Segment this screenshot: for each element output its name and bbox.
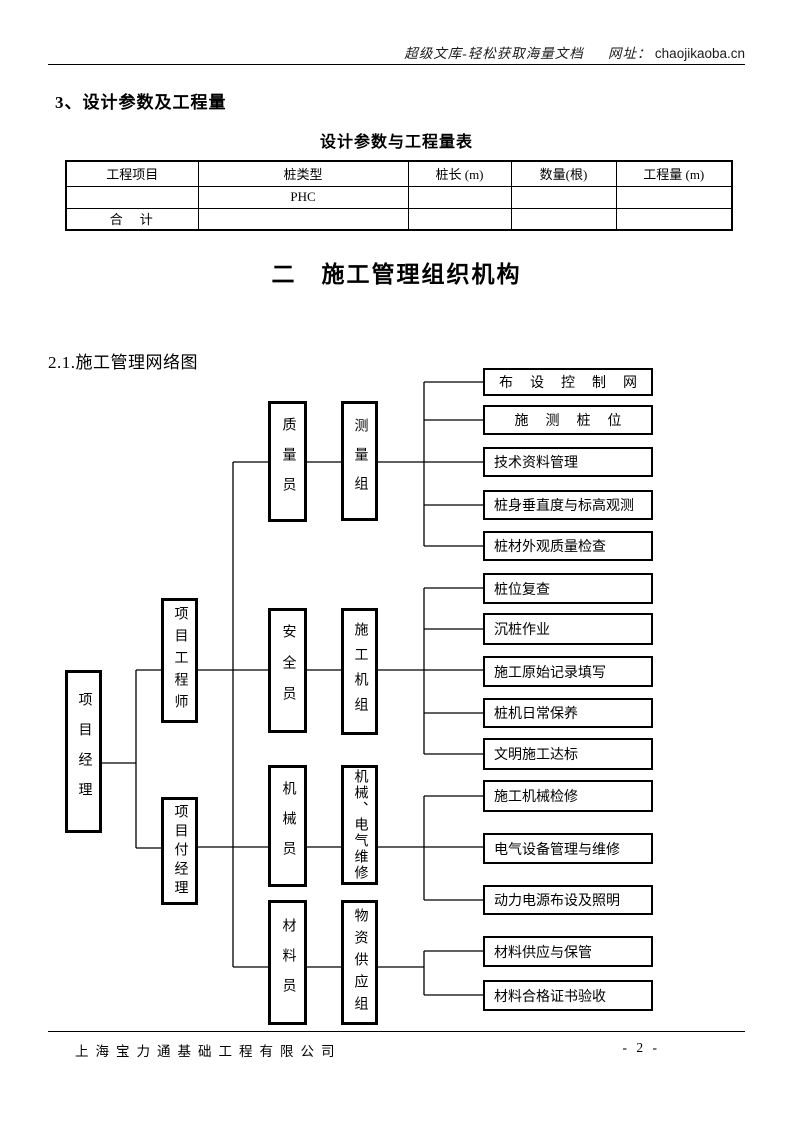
diagram-task-control-network: 布设控制网 (483, 368, 653, 396)
box-label: 机械员 (280, 781, 296, 871)
diagram-task-electrical-management: 电气设备管理与维修 (483, 833, 653, 864)
diagram-task-material-supply-storage: 材料供应与保管 (483, 936, 653, 967)
header-url: chaojikaoba.cn (654, 46, 745, 61)
diagram-task-machinery-overhaul: 施工机械检修 (483, 780, 653, 812)
box-label: 材料员 (280, 917, 296, 1008)
footer-company: 上海宝力通基础工程有限公司 (75, 1044, 342, 1059)
diagram-box-machinery-officer: 机械员 (268, 765, 307, 887)
diagram-task-original-records: 施工原始记录填写 (483, 656, 653, 687)
diagram-task-verticality-observation: 桩身垂直度与标高观测 (483, 490, 653, 520)
diagram-task-pile-machine-maintenance: 桩机日常保养 (483, 698, 653, 728)
box-label: 安全员 (280, 624, 296, 717)
params-table: 工程项目 桩类型 桩长 (m) 数量(根) 工程量 (m) PHC 合 计 (65, 160, 733, 231)
table-row: 合 计 (65, 207, 733, 231)
box-label: 测量组 (352, 417, 368, 505)
diagram-task-pile-positioning: 施测桩位 (483, 405, 653, 435)
subsection-heading: 2.1.施工管理网络图 (48, 353, 198, 372)
header-tagline: 超级文库-轻松获取海量文档 (404, 46, 584, 61)
diagram-box-quality-officer: 质量员 (268, 401, 307, 522)
diagram-box-construction-machine-group: 施工机组 (341, 608, 378, 735)
diagram-task-power-lighting: 动力电源布设及照明 (483, 885, 653, 915)
header-rule (48, 64, 745, 65)
diagram-box-material-officer: 材料员 (268, 900, 307, 1025)
diagram-task-tech-documents: 技术资料管理 (483, 447, 653, 477)
chapter-title: 二 施工管理组织机构 (271, 262, 522, 287)
diagram-task-pile-position-recheck: 桩位复查 (483, 573, 653, 604)
diagram-box-mech-electric-maintenance: 机械、电气维修 (341, 765, 378, 885)
header-url-label: 网址： (608, 46, 652, 61)
diagram-box-project-manager: 项目经理 (65, 670, 102, 833)
col-header: 工程量 (m) (615, 160, 733, 187)
box-label: 物资供应组 (352, 907, 368, 1018)
footer-rule (48, 1031, 745, 1032)
header: 超级文库-轻松获取海量文档 网址： chaojikaoba.cn (404, 42, 745, 62)
col-header: 工程项目 (65, 160, 199, 187)
table-cell (615, 207, 733, 231)
diagram-box-deputy-project-manager: 项目付经理 (161, 797, 198, 905)
diagram-task-civilized-construction: 文明施工达标 (483, 738, 653, 770)
diagram-box-safety-officer: 安全员 (268, 608, 307, 733)
footer-page-number: - 2 - (622, 1040, 660, 1055)
diagram-box-survey-group: 测量组 (341, 401, 378, 521)
section-heading: 3、设计参数及工程量 (55, 93, 227, 112)
box-label: 机械、电气维修 (352, 769, 368, 881)
col-header: 桩类型 (197, 160, 409, 187)
diagram-task-material-certificates: 材料合格证书验收 (483, 980, 653, 1011)
box-label: 项目工程师 (172, 605, 188, 716)
table-cell-total: 合 计 (65, 207, 199, 231)
diagram-box-project-engineer: 项目工程师 (161, 598, 198, 723)
table-title: 设计参数与工程量表 (319, 134, 473, 151)
diagram-box-material-supply-group: 物资供应组 (341, 900, 378, 1025)
box-label: 施工机组 (352, 621, 368, 722)
diagram-task-pile-sinking: 沉桩作业 (483, 613, 653, 645)
box-label: 质量员 (280, 416, 296, 507)
diagram-task-pile-appearance-check: 桩材外观质量检查 (483, 531, 653, 561)
box-label: 项目付经理 (172, 803, 188, 899)
box-label: 项目经理 (76, 691, 92, 812)
